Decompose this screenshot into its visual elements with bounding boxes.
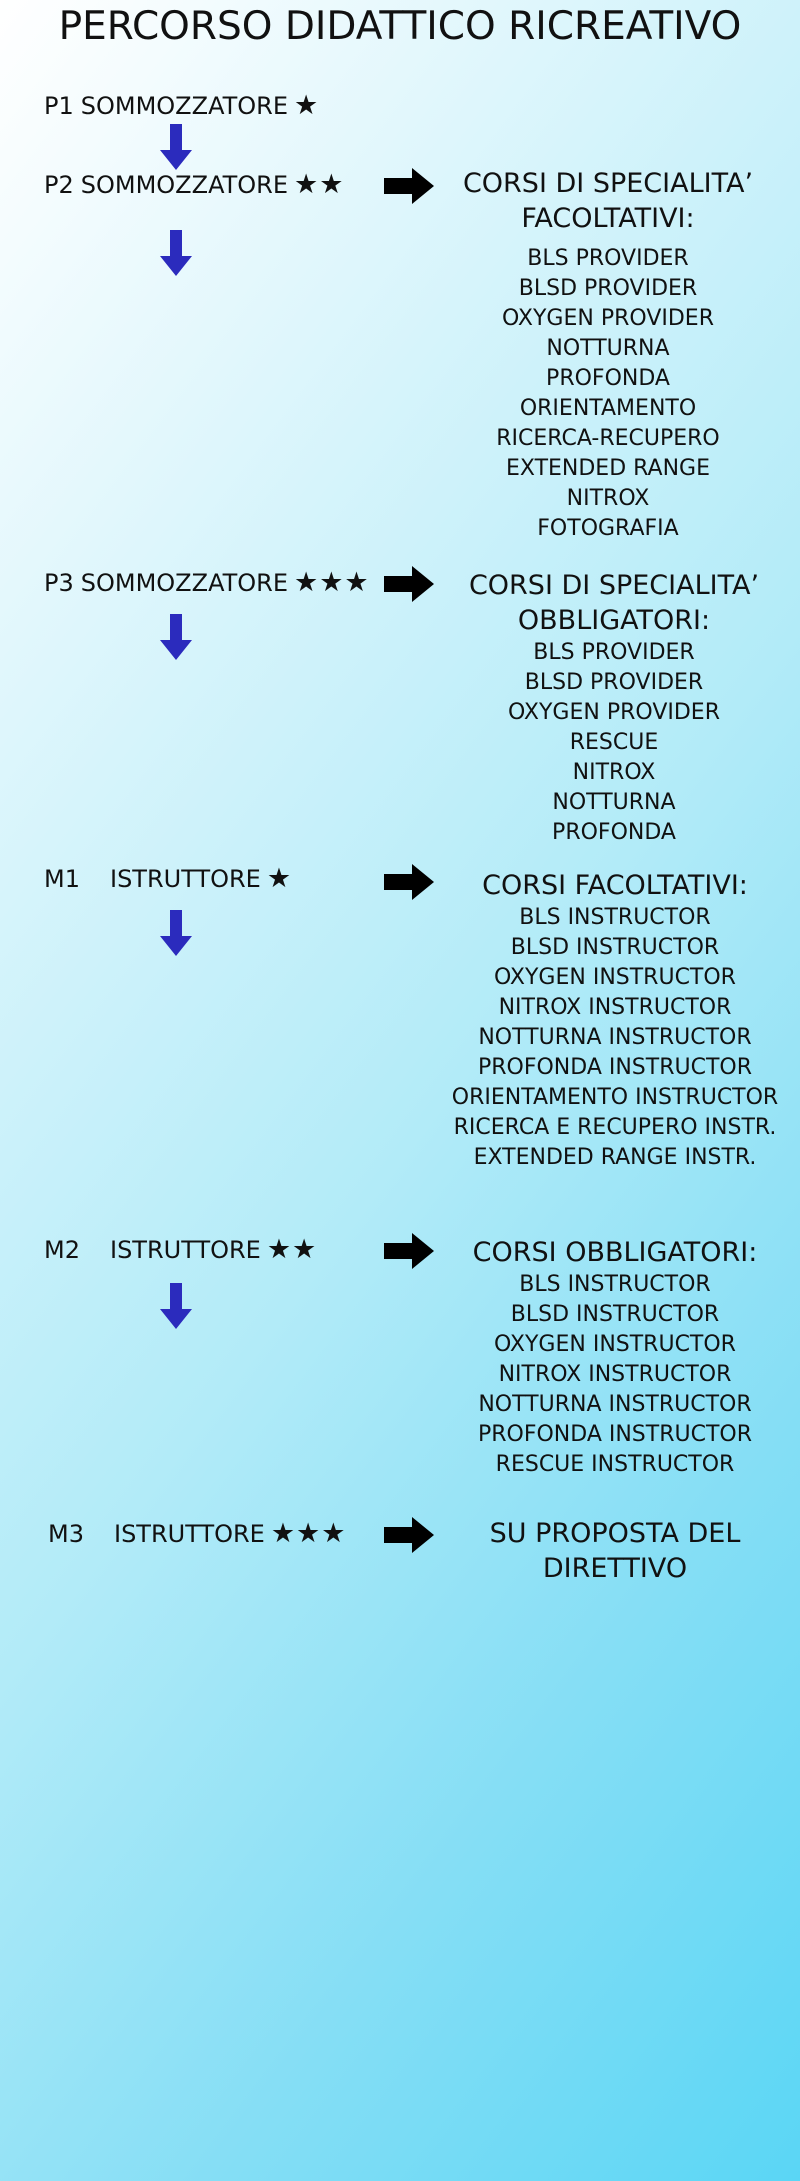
level-role: ISTRUTTORE: [109, 865, 261, 893]
course-item: OXYGEN PROVIDER: [502, 306, 714, 331]
course-item: NITROX: [566, 486, 650, 511]
level-role: ISTRUTTORE: [113, 1520, 265, 1548]
courses-p2: CORSI DI SPECIALITA’ FACOLTATIVI: BLS PR…: [458, 166, 758, 544]
course-item: BLS PROVIDER: [533, 640, 695, 665]
course-heading: CORSI DI SPECIALITA’: [468, 570, 760, 601]
course-item: OXYGEN INSTRUCTOR: [494, 1332, 736, 1357]
down-arrow-icon: [160, 124, 192, 170]
level-p3: P3 SOMMOZZATORE ★★★: [44, 568, 370, 598]
course-item: NITROX INSTRUCTOR: [498, 1362, 732, 1387]
course-item: OXYGEN INSTRUCTOR: [494, 965, 736, 990]
level-code: M1: [44, 865, 80, 893]
course-item: EXTENDED RANGE INSTR.: [473, 1145, 757, 1170]
course-heading: SU PROPOSTA DEL: [489, 1518, 741, 1549]
right-arrow-icon: [384, 566, 434, 602]
course-item: BLSD PROVIDER: [524, 670, 704, 695]
courses-m2: CORSI OBBLIGATORI: BLS INSTRUCTOR BLSD I…: [430, 1235, 800, 1480]
level-role: SOMMOZZATORE: [80, 92, 289, 120]
level-role: SOMMOZZATORE: [80, 569, 289, 597]
course-item: RICERCA-RECUPERO: [496, 426, 720, 451]
course-item: ORIENTAMENTO: [519, 396, 697, 421]
course-item: PROFONDA INSTRUCTOR: [477, 1055, 753, 1080]
course-item: RESCUE INSTRUCTOR: [495, 1452, 735, 1477]
level-code: M2: [44, 1236, 80, 1264]
course-heading: OBBLIGATORI:: [517, 605, 711, 636]
course-item: NITROX INSTRUCTOR: [498, 995, 732, 1020]
course-heading: CORSI DI SPECIALITA’: [462, 168, 754, 199]
course-item: BLSD INSTRUCTOR: [510, 935, 720, 960]
course-item: NOTTURNA INSTRUCTOR: [478, 1025, 752, 1050]
course-heading: DIRETTIVO: [542, 1553, 688, 1584]
course-item: FOTOGRAFIA: [537, 516, 679, 541]
course-item: BLSD INSTRUCTOR: [510, 1302, 720, 1327]
course-item: BLSD PROVIDER: [518, 276, 698, 301]
down-arrow-icon: [160, 230, 192, 276]
courses-m1: CORSI FACOLTATIVI: BLS INSTRUCTOR BLSD I…: [430, 868, 800, 1173]
level-stars: ★★★: [294, 567, 370, 598]
down-arrow-icon: [160, 910, 192, 956]
right-arrow-icon: [384, 864, 434, 900]
course-item: PROFONDA: [552, 820, 676, 845]
course-item: BLS INSTRUCTOR: [519, 905, 711, 930]
course-item: RESCUE: [569, 730, 659, 755]
level-p1: P1 SOMMOZZATORE ★: [44, 91, 319, 121]
level-m1: M1 ISTRUTTORE ★: [44, 864, 292, 894]
course-heading: FACOLTATIVI:: [521, 203, 695, 234]
right-arrow-icon: [384, 168, 434, 204]
level-m3: M3 ISTRUTTORE ★★★: [48, 1519, 346, 1549]
course-item: NOTTURNA: [546, 336, 670, 361]
courses-m3: SU PROPOSTA DEL DIRETTIVO: [460, 1516, 770, 1586]
course-item: PROFONDA: [546, 366, 670, 391]
level-stars: ★: [294, 90, 320, 121]
course-heading: CORSI FACOLTATIVI:: [482, 870, 748, 901]
level-code: P2: [44, 171, 74, 199]
page-title: PERCORSO DIDATTICO RICREATIVO: [58, 4, 742, 49]
level-code: P3: [44, 569, 74, 597]
courses-p3: CORSI DI SPECIALITA’ OBBLIGATORI: BLS PR…: [464, 568, 764, 848]
down-arrow-icon: [160, 614, 192, 660]
right-arrow-icon: [384, 1517, 434, 1553]
course-item: NOTTURNA INSTRUCTOR: [478, 1392, 752, 1417]
course-heading: CORSI OBBLIGATORI:: [472, 1237, 758, 1268]
level-m2: M2 ISTRUTTORE ★★: [44, 1235, 317, 1265]
level-stars: ★: [266, 863, 293, 894]
course-item: PROFONDA INSTRUCTOR: [477, 1422, 753, 1447]
level-stars: ★★: [294, 169, 345, 200]
level-stars: ★★★: [270, 1518, 347, 1549]
level-stars: ★★: [266, 1234, 318, 1265]
course-item: BLS PROVIDER: [527, 246, 689, 271]
level-code: M3: [48, 1520, 84, 1548]
level-code: P1: [44, 92, 74, 120]
course-item: BLS INSTRUCTOR: [519, 1272, 711, 1297]
course-item: NOTTURNA: [552, 790, 676, 815]
course-item: NITROX: [572, 760, 656, 785]
course-item: RICERCA E RECUPERO INSTR.: [453, 1115, 777, 1140]
level-p2: P2 SOMMOZZATORE ★★: [44, 170, 344, 200]
level-role: ISTRUTTORE: [109, 1236, 261, 1264]
level-role: SOMMOZZATORE: [80, 171, 289, 199]
right-arrow-icon: [384, 1233, 434, 1269]
course-item: ORIENTAMENTO INSTRUCTOR: [451, 1085, 779, 1110]
course-item: OXYGEN PROVIDER: [508, 700, 720, 725]
down-arrow-icon: [160, 1283, 192, 1329]
course-item: EXTENDED RANGE: [505, 456, 710, 481]
